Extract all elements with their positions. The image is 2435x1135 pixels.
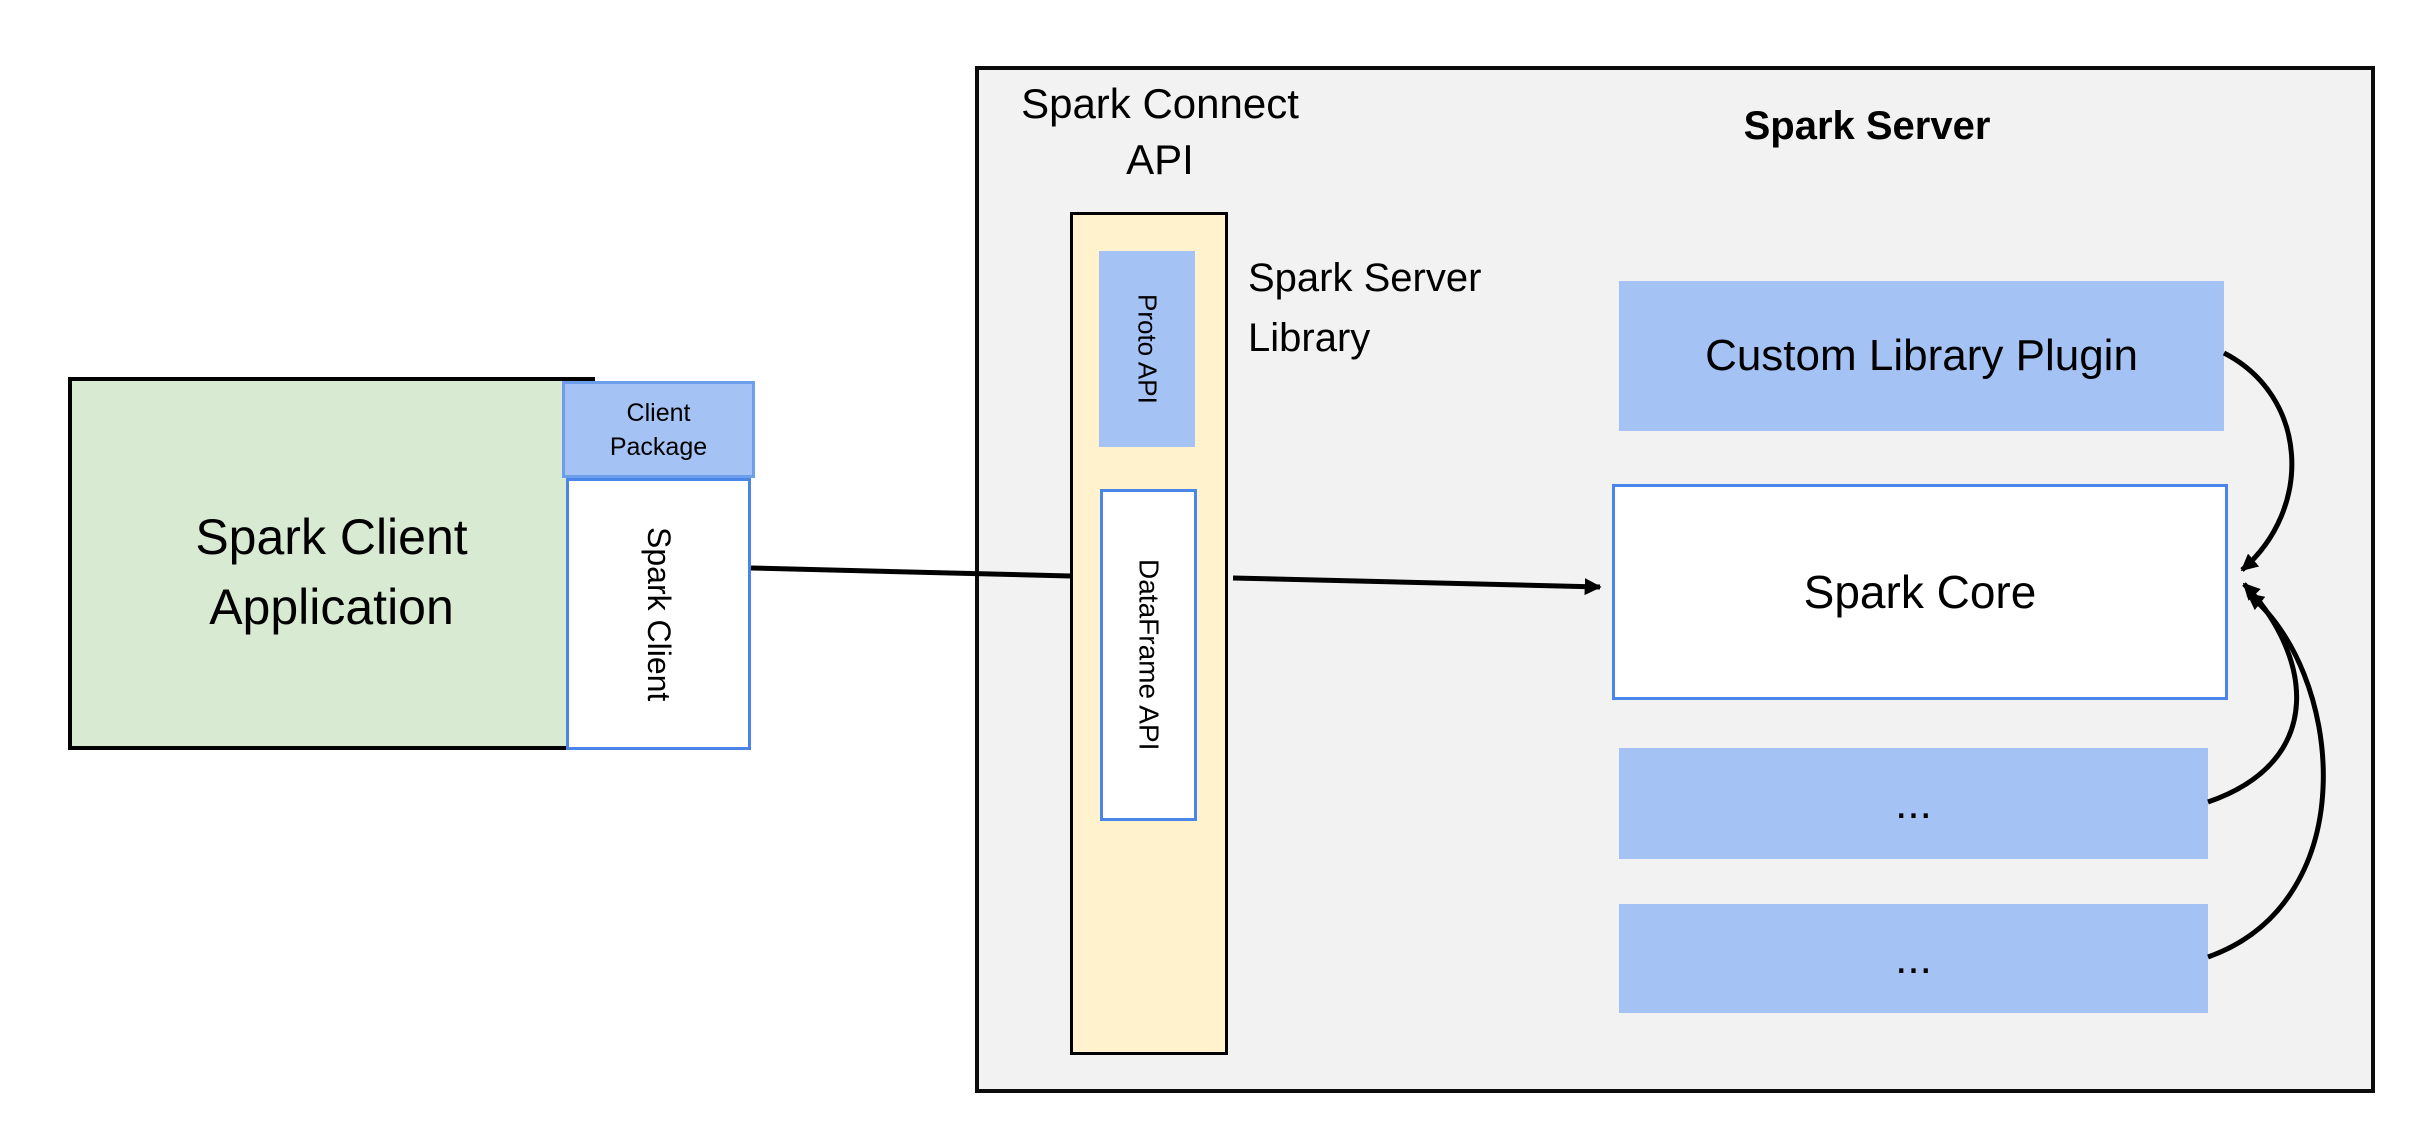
spark-client-label: Spark Client xyxy=(641,526,677,702)
spark-server-library-label: Spark Server Library xyxy=(1248,248,1481,368)
spark-client-application-box: Spark Client Application xyxy=(68,377,595,750)
dataframe-api-box: DataFrame API xyxy=(1100,489,1197,821)
spark-core-label: Spark Core xyxy=(1803,566,2037,618)
spark-connect-api-title: Spark Connect API xyxy=(990,76,1330,188)
spark-connect-api-title-line1: Spark Connect xyxy=(1021,80,1299,127)
custom-library-plugin-label: Custom Library Plugin xyxy=(1705,331,2138,380)
spark-core-box: Spark Core xyxy=(1612,484,2228,700)
custom-library-plugin-box: Custom Library Plugin xyxy=(1619,281,2224,431)
proto-api-box: Proto API xyxy=(1099,251,1195,447)
module-placeholder-box-2: ... xyxy=(1619,904,2208,1013)
module-placeholder-label-1: ... xyxy=(1895,778,1932,828)
spark-client-application-label: Spark Client Application xyxy=(195,486,467,642)
spark-client-application-line2: Application xyxy=(209,578,454,635)
proto-api-label: Proto API xyxy=(1132,294,1163,404)
spark-server-library-line2: Library xyxy=(1248,316,1371,360)
spark-client-box: Spark Client xyxy=(566,478,751,750)
client-package-line2: Package xyxy=(609,432,708,461)
client-package-label: Client Package xyxy=(610,396,707,464)
dataframe-api-label: DataFrame API xyxy=(1133,559,1165,751)
client-package-line1: Client xyxy=(626,398,691,427)
client-package-box: Client Package xyxy=(562,381,755,478)
spark-client-application-line1: Spark Client xyxy=(195,508,468,565)
module-placeholder-label-2: ... xyxy=(1895,933,1932,983)
spark-server-title: Spark Server xyxy=(1743,104,1991,148)
spark-connect-api-title-line2: API xyxy=(1126,136,1194,183)
spark-server-library-line1: Spark Server xyxy=(1248,256,1482,300)
module-placeholder-box-1: ... xyxy=(1619,748,2208,859)
